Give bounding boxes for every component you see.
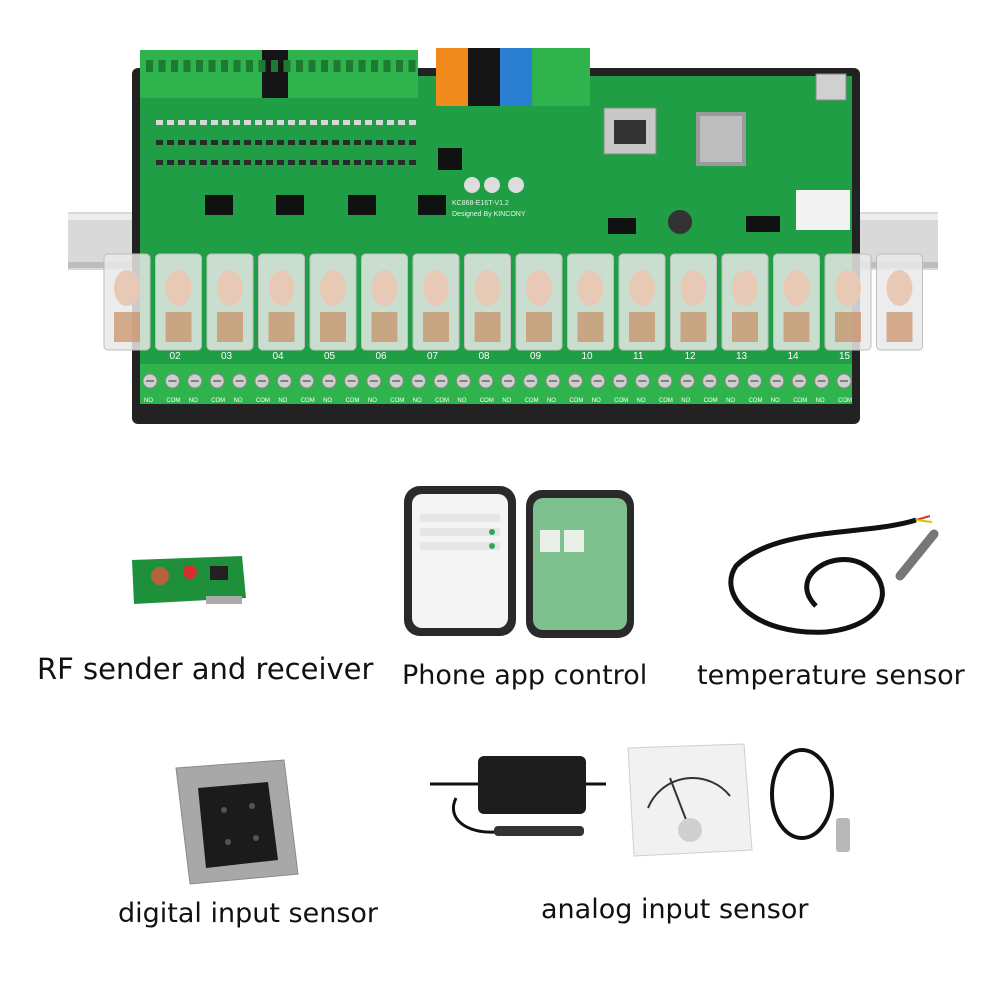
temperature-sensor-image — [728, 515, 939, 635]
terminal-label: COM — [838, 398, 852, 404]
relay — [258, 253, 305, 351]
terminal-label: NO — [234, 398, 243, 404]
terminal-label: COM — [659, 398, 673, 404]
relay — [361, 253, 408, 351]
pressure-sensor-probe — [770, 748, 850, 852]
pcb-chips — [205, 148, 780, 234]
terminal-label: NO — [726, 398, 735, 404]
terminal-label: COM — [704, 398, 718, 404]
terminal-label: NO — [771, 398, 780, 404]
relay — [515, 253, 563, 351]
relay — [773, 253, 820, 351]
terminal-label: NO — [323, 398, 332, 404]
terminal-label: NO — [413, 398, 422, 404]
terminal-label: COM — [748, 398, 762, 404]
usb-port — [815, 73, 847, 101]
relay — [721, 253, 769, 351]
relay — [464, 253, 511, 351]
terminal-label: COM — [390, 398, 404, 404]
rf-module-onboard — [796, 190, 850, 230]
relay-number: 16 — [891, 351, 903, 362]
terminal-label: NO — [457, 398, 466, 404]
relay — [567, 253, 614, 351]
relay-number: 15 — [839, 351, 851, 362]
relay-number: 04 — [273, 351, 285, 362]
relay — [206, 253, 254, 351]
terminal-label: NO — [144, 398, 153, 404]
terminal-label: NO — [278, 398, 287, 404]
phone-left — [404, 486, 516, 636]
digital-input-switch-image — [175, 759, 299, 885]
relay-number: 09 — [530, 351, 542, 362]
relay-number: 08 — [479, 351, 491, 362]
terminal-label: NO — [189, 398, 198, 404]
buzzer — [668, 210, 692, 234]
relay — [155, 253, 202, 351]
terminal-label: COM — [480, 398, 494, 404]
relay — [103, 253, 151, 351]
relay — [618, 253, 666, 351]
top-terminal-block-left — [140, 50, 418, 98]
rf-module-image — [132, 556, 246, 604]
terminal-label: COM — [614, 398, 628, 404]
caption-temperature: temperature sensor — [697, 660, 965, 691]
terminal-label: COM — [569, 398, 583, 404]
relay-number: 03 — [221, 351, 233, 362]
board-designer-text: Designed By KINCONY — [452, 211, 526, 218]
relay-number: 11 — [633, 351, 644, 362]
phones-image — [404, 486, 634, 638]
analog-sensors-image — [430, 743, 850, 857]
analog-transmitter-box — [430, 756, 606, 836]
terminal-label: NO — [681, 398, 690, 404]
relay-number: 07 — [427, 351, 439, 362]
terminal-label: NO — [637, 398, 646, 404]
terminal-labels: NO COM NO COM NO COM NO COM NO COM NO CO… — [144, 398, 852, 404]
phone-right — [526, 490, 634, 638]
relay-number: 12 — [685, 351, 697, 362]
relay — [876, 253, 923, 351]
relay-board-illustration: KC868-E16T-V1.2 Designed By KINCONY 01 0… — [68, 48, 938, 424]
caption-digital: digital input sensor — [118, 898, 379, 929]
relay-row — [103, 253, 923, 351]
terminal-label: COM — [166, 398, 180, 404]
terminal-label: NO — [592, 398, 601, 404]
top-terminal-block-power — [436, 48, 590, 106]
relay — [412, 253, 460, 351]
relay-number: 13 — [736, 351, 748, 362]
caption-rf: RF sender and receiver — [37, 652, 374, 686]
relay — [824, 253, 872, 351]
relay-number: 06 — [376, 351, 388, 362]
relay-number: 14 — [788, 351, 800, 362]
relay-number: 10 — [582, 351, 594, 362]
relay-numbers: 01 02 03 04 05 06 07 08 09 10 11 12 13 1… — [118, 351, 902, 362]
terminal-label: NO — [547, 398, 556, 404]
relay-number: 01 — [118, 351, 130, 362]
relay — [670, 253, 717, 351]
terminal-label: COM — [793, 398, 807, 404]
board-model-text: KC868-E16T-V1.2 — [452, 200, 509, 207]
terminal-label: COM — [345, 398, 359, 404]
relay — [309, 253, 357, 351]
terminal-label: NO — [502, 398, 511, 404]
terminal-label: COM — [211, 398, 225, 404]
caption-analog: analog input sensor — [541, 894, 809, 925]
terminal-label: COM — [301, 398, 315, 404]
caption-phone: Phone app control — [402, 660, 648, 691]
bottom-terminal-strip — [140, 364, 852, 404]
terminal-label: NO — [816, 398, 825, 404]
terminal-label: COM — [256, 398, 270, 404]
terminal-label: NO — [368, 398, 377, 404]
relay-number: 02 — [170, 351, 182, 362]
terminal-label: COM — [525, 398, 539, 404]
analog-meter — [627, 743, 753, 857]
terminal-label: COM — [435, 398, 449, 404]
relay-number: 05 — [324, 351, 336, 362]
